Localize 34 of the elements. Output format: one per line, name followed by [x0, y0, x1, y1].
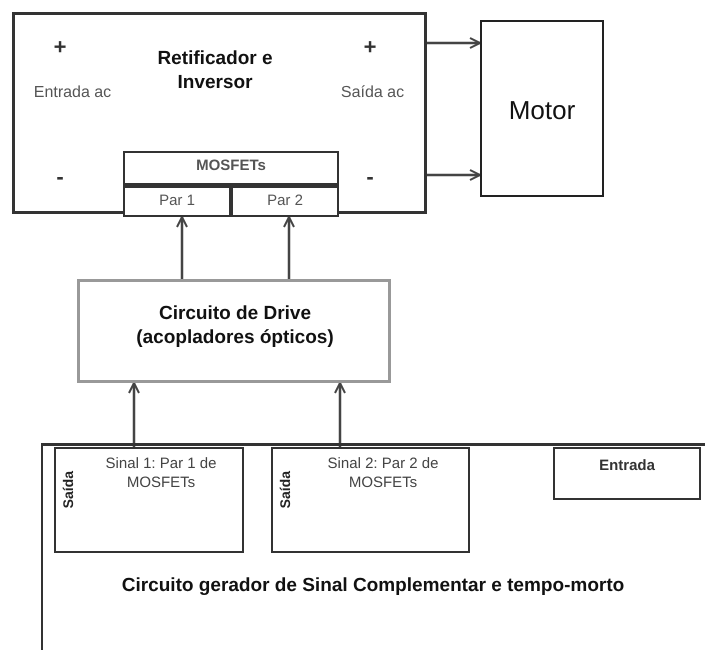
- arrow: [427, 169, 481, 181]
- block-box: [12, 12, 427, 214]
- sign-label: +: [52, 33, 68, 60]
- block-title: MOSFETs: [195, 157, 267, 176]
- block-box: [480, 20, 604, 197]
- block-box: [553, 447, 701, 500]
- block-title: Entrada: [598, 457, 656, 476]
- port-label: Entrada ac: [32, 83, 112, 103]
- arrow: [176, 216, 188, 279]
- port-label: Saída ac: [340, 83, 406, 103]
- block-box: [123, 151, 339, 217]
- block-box: [231, 183, 339, 217]
- port-label: Saída: [60, 471, 77, 508]
- arrow: [283, 216, 295, 279]
- block-box: [77, 279, 391, 383]
- block-title: Motor: [508, 94, 576, 126]
- block-box: [271, 447, 470, 553]
- port-label: Saída: [277, 471, 294, 508]
- block-text: Sinal 2: Par 2 de MOSFETs: [326, 455, 440, 492]
- block-text: Sinal 1: Par 1 de MOSFETs: [104, 455, 218, 492]
- sign-label: +: [362, 33, 378, 60]
- block-title: Par 1: [158, 192, 196, 211]
- sign-label: -: [365, 163, 375, 190]
- block-box: [123, 183, 231, 217]
- block-box: [41, 443, 705, 650]
- arrow: [427, 37, 481, 49]
- arrow: [128, 382, 140, 447]
- block-box: [54, 447, 244, 553]
- arrow: [334, 382, 346, 447]
- block-title: Par 2: [266, 192, 304, 211]
- block-title: Retificador e Inversor: [156, 47, 274, 94]
- block-title: Circuito gerador de Sinal Complementar e tempo-morto: [120, 574, 626, 598]
- block-title: Circuito de Drive (acopladores ópticos): [135, 302, 335, 350]
- sign-label: -: [55, 163, 65, 190]
